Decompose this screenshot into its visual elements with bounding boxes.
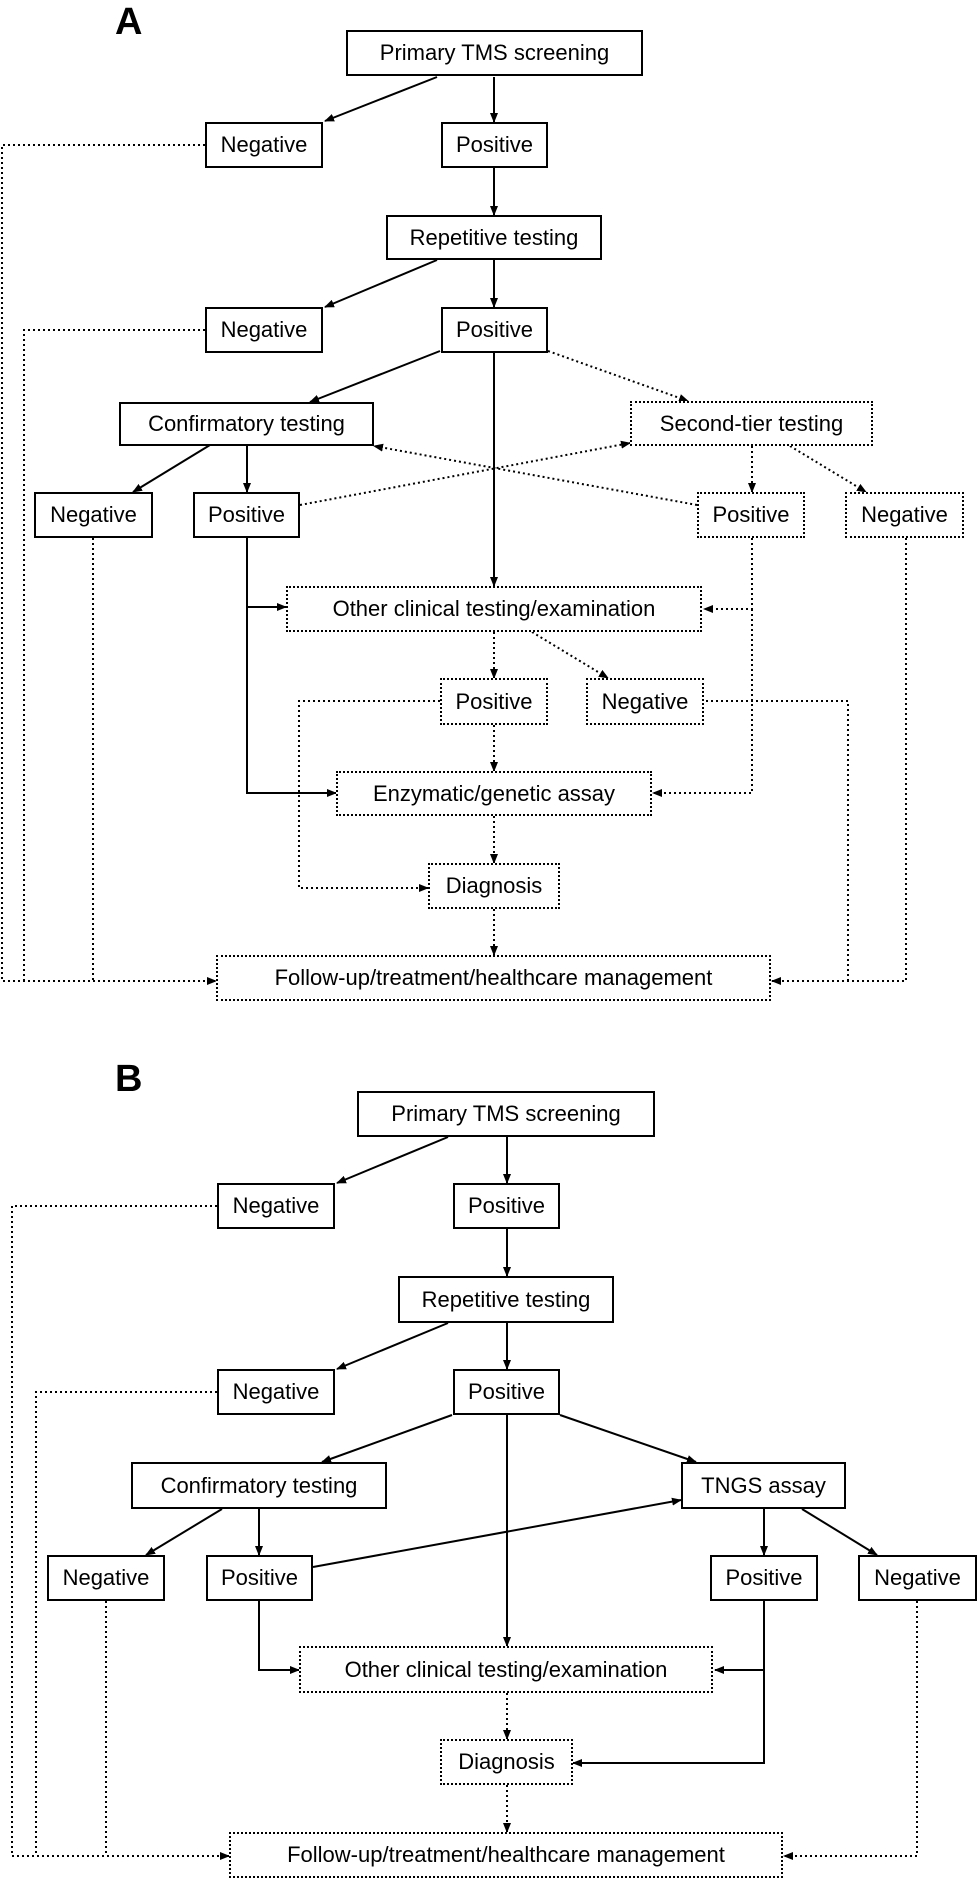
edge-a-rep-neg2 xyxy=(324,259,438,308)
node-a-negative-4: Negative xyxy=(845,492,964,538)
node-a-negative-2: Negative xyxy=(205,307,323,353)
node-b-other-clinical-testing: Other clinical testing/examination xyxy=(299,1646,713,1693)
edge-a-neg4-follow xyxy=(771,538,907,985)
node-b-positive-1: Positive xyxy=(453,1183,560,1229)
panel-a-connectors xyxy=(132,76,498,797)
edge-a-pos3-second xyxy=(299,440,631,506)
edge-b-primary-neg1 xyxy=(336,1136,449,1184)
edge-a-other-neg5 xyxy=(531,631,609,679)
node-b-repetitive-testing: Repetitive testing xyxy=(398,1276,614,1323)
node-b-follow-up-management: Follow-up/treatment/healthcare managemen… xyxy=(229,1832,783,1878)
edge-b-pos2-tngs xyxy=(559,1414,697,1463)
node-a-positive-5: Positive xyxy=(440,678,548,725)
node-b-negative-3: Negative xyxy=(47,1555,165,1601)
edge-b-pos4-diag xyxy=(572,1670,765,1767)
edge-a-pos2-conf xyxy=(309,350,441,403)
edge-b-neg4-follow xyxy=(783,1601,918,1860)
node-b-tngs-assay: TNGS assay xyxy=(681,1462,846,1509)
node-a-negative-5: Negative xyxy=(586,678,704,725)
node-b-confirmatory-testing: Confirmatory testing xyxy=(131,1462,387,1509)
edge-a-pos2-second xyxy=(547,350,689,402)
node-b-positive-3: Positive xyxy=(206,1555,313,1601)
node-a-enzymatic-genetic-assay: Enzymatic/genetic assay xyxy=(336,771,652,816)
node-a-negative-3: Negative xyxy=(34,492,153,538)
node-a-positive-1: Positive xyxy=(441,122,548,168)
panel-label-b: B xyxy=(115,1058,143,1100)
edge-a-pos4-conf xyxy=(373,443,698,506)
node-a-positive-2: Positive xyxy=(441,307,548,353)
edge-b-tngs-neg4 xyxy=(801,1508,878,1556)
edge-a-primary-neg1 xyxy=(324,76,438,122)
node-a-repetitive-testing: Repetitive testing xyxy=(386,215,602,260)
node-b-primary-tms-screening: Primary TMS screening xyxy=(357,1091,655,1137)
edge-b-pos3-other xyxy=(258,1601,300,1674)
node-b-negative-2: Negative xyxy=(217,1369,335,1415)
node-a-negative-1: Negative xyxy=(205,122,323,168)
node-a-other-clinical-testing: Other clinical testing/examination xyxy=(286,586,702,632)
edge-a-neg5-follow xyxy=(706,700,849,981)
panel-b-connectors xyxy=(145,1136,878,1767)
node-b-positive-4: Positive xyxy=(710,1555,818,1601)
edge-b-neg2-follow xyxy=(35,1391,217,1856)
node-b-negative-1: Negative xyxy=(217,1183,335,1229)
panel-label-a: A xyxy=(115,1,143,43)
node-a-positive-3: Positive xyxy=(193,492,300,538)
edge-a-pos5-diag xyxy=(298,700,440,892)
edge-a-pos3-enz xyxy=(246,538,337,797)
node-a-follow-up-management: Follow-up/treatment/healthcare managemen… xyxy=(216,955,771,1001)
edge-a-conf-neg3 xyxy=(132,444,211,493)
edge-b-pos2-conf xyxy=(321,1414,453,1463)
edge-a-second-neg4 xyxy=(789,445,867,493)
node-a-primary-tms-screening: Primary TMS screening xyxy=(346,30,643,76)
node-a-positive-4: Positive xyxy=(697,492,805,538)
edge-a-pos4-other xyxy=(703,538,753,613)
node-a-second-tier-testing: Second-tier testing xyxy=(630,401,873,446)
node-b-diagnosis: Diagnosis xyxy=(440,1739,573,1785)
node-a-diagnosis: Diagnosis xyxy=(428,863,560,909)
edge-b-rep-neg2 xyxy=(336,1322,449,1370)
edge-b-pos3-tngs xyxy=(312,1497,682,1568)
edge-a-neg2-follow xyxy=(23,329,205,981)
edge-b-pos4-other xyxy=(714,1601,765,1674)
panel-b-dotted-connectors xyxy=(11,1205,918,1860)
edge-b-conf-neg3 xyxy=(145,1508,223,1556)
panel-a-dotted-connectors xyxy=(1,144,907,985)
node-b-negative-4: Negative xyxy=(858,1555,977,1601)
edge-b-neg1-follow xyxy=(11,1205,230,1860)
edge-a-neg1-follow xyxy=(1,144,217,985)
edge-a-pos4-enz xyxy=(652,609,753,797)
node-a-confirmatory-testing: Confirmatory testing xyxy=(119,402,374,446)
node-b-positive-2: Positive xyxy=(453,1369,560,1415)
